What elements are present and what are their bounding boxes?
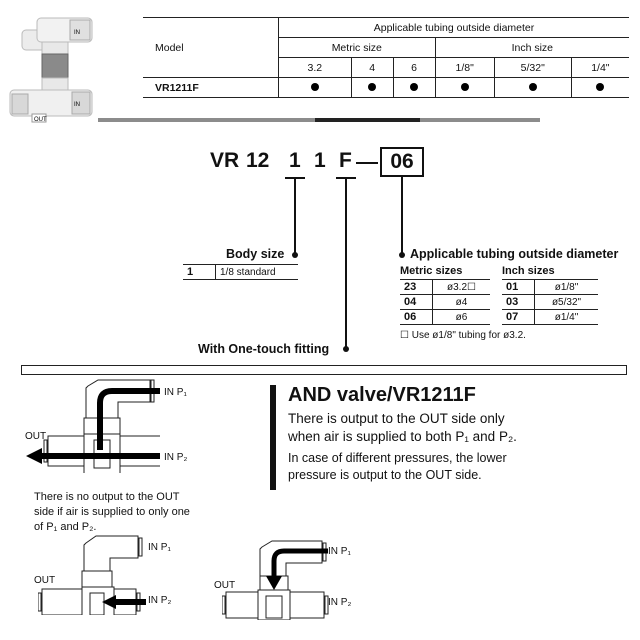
inch-sizes-title: Inch sizes bbox=[502, 265, 555, 277]
out-label: OUT bbox=[214, 580, 236, 591]
one-touch-fitting-label: With One-touch fitting bbox=[198, 342, 330, 356]
desc-cell: ø4 bbox=[432, 294, 490, 310]
in-p2-label: IN P₂ bbox=[328, 597, 352, 608]
in-p2-label: IN P₂ bbox=[148, 595, 172, 606]
size-header: 3.2 bbox=[278, 57, 352, 78]
and-valve-text: when air is supplied to both P₁ and P₂. bbox=[288, 429, 517, 444]
available-dot-icon bbox=[368, 82, 377, 91]
leader-line bbox=[294, 178, 296, 256]
model-spec-table: Model Applicable tubing outside diameter… bbox=[143, 17, 629, 98]
leader-line bbox=[345, 178, 347, 350]
pn-fitting: F bbox=[339, 149, 352, 172]
metric-header: Metric size bbox=[278, 37, 436, 58]
in-p1-label: IN P₁ bbox=[328, 546, 351, 557]
no-output-note: of P₁ and P₂. bbox=[34, 521, 97, 533]
code-cell: 03 bbox=[502, 294, 535, 310]
desc-cell: ø1/8" bbox=[534, 279, 598, 295]
leader-dot-icon bbox=[292, 252, 298, 258]
available-dot-icon bbox=[310, 82, 319, 91]
photo-out-label: OUT bbox=[34, 117, 47, 123]
and-valve-both-inputs-diagram bbox=[26, 379, 160, 473]
accent-bar bbox=[270, 385, 276, 490]
available-dot-icon bbox=[410, 82, 419, 91]
desc-cell: ø1/4" bbox=[534, 309, 598, 325]
desc-cell: ø5/32" bbox=[534, 294, 598, 310]
size-header: 6 bbox=[392, 57, 436, 78]
in-p1-label: IN P₁ bbox=[164, 387, 187, 398]
size-header: 1/8" bbox=[434, 57, 495, 78]
inch-header: Inch size bbox=[434, 37, 629, 58]
metric-sizes-title: Metric sizes bbox=[400, 265, 463, 277]
no-output-note: side if air is supplied to only one bbox=[34, 506, 190, 518]
pn-body-size: 1 bbox=[289, 149, 301, 172]
p1-only-diagram bbox=[222, 540, 329, 620]
code-cell: 04 bbox=[400, 294, 433, 310]
code-cell: 01 bbox=[502, 279, 535, 295]
available-dot-icon bbox=[460, 82, 469, 91]
in-p1-label: IN P₁ bbox=[148, 542, 171, 553]
and-valve-text: pressure is output to the OUT side. bbox=[288, 468, 482, 482]
and-valve-text: In case of different pressures, the lowe… bbox=[288, 451, 507, 465]
leader-line bbox=[401, 176, 403, 256]
pn-series: 12 bbox=[246, 149, 270, 172]
pn-tubing-box: 06 bbox=[380, 147, 424, 177]
model-cell: VR1211F bbox=[143, 77, 279, 98]
tubing-title: Applicable tubing outside diameter bbox=[410, 247, 619, 261]
pn-dash bbox=[356, 162, 378, 164]
size-header: 1/4" bbox=[570, 57, 629, 78]
code-cell: 06 bbox=[400, 309, 433, 325]
leader-dot-icon bbox=[343, 346, 349, 352]
available-dot-icon bbox=[596, 82, 605, 91]
code-cell: 1 bbox=[183, 264, 216, 280]
in-p2-label: IN P₂ bbox=[164, 452, 188, 463]
table-row: VR1211F bbox=[143, 77, 629, 98]
out-label: OUT bbox=[25, 431, 47, 442]
table-row: 1 1/8 standard bbox=[183, 264, 298, 280]
p2-only-diagram bbox=[38, 535, 146, 615]
pn-prefix: VR bbox=[210, 149, 240, 172]
no-output-note: There is no output to the OUT bbox=[34, 491, 180, 503]
section-header-box bbox=[21, 365, 627, 375]
available-dot-icon bbox=[528, 82, 537, 91]
section-divider-accent bbox=[315, 118, 420, 122]
leader-dot-icon bbox=[399, 252, 405, 258]
code-cell: 07 bbox=[502, 309, 535, 325]
pn-one-touch: 1 bbox=[314, 149, 326, 172]
product-photo: OUT IN IN bbox=[9, 17, 93, 123]
and-valve-text: There is output to the OUT side only bbox=[288, 411, 505, 426]
desc-cell: 1/8 standard bbox=[215, 264, 298, 280]
body-size-table: 1 1/8 standard bbox=[183, 264, 298, 280]
tubing-group-header: Applicable tubing outside diameter bbox=[278, 17, 629, 38]
tubing-note: ☐ Use ø1/8" tubing for ø3.2. bbox=[400, 330, 526, 341]
model-header: Model bbox=[143, 17, 279, 78]
desc-cell: ø6 bbox=[432, 309, 490, 325]
desc-cell: ø3.2☐ bbox=[432, 279, 490, 295]
photo-in-label: IN bbox=[74, 30, 80, 36]
photo-in-label-2: IN bbox=[74, 102, 80, 108]
body-size-title: Body size bbox=[226, 247, 285, 261]
size-header: 5/32" bbox=[493, 57, 572, 78]
out-label: OUT bbox=[34, 575, 56, 586]
code-cell: 23 bbox=[400, 279, 433, 295]
and-valve-title: AND valve/VR1211F bbox=[288, 384, 476, 406]
size-header: 4 bbox=[350, 57, 394, 78]
